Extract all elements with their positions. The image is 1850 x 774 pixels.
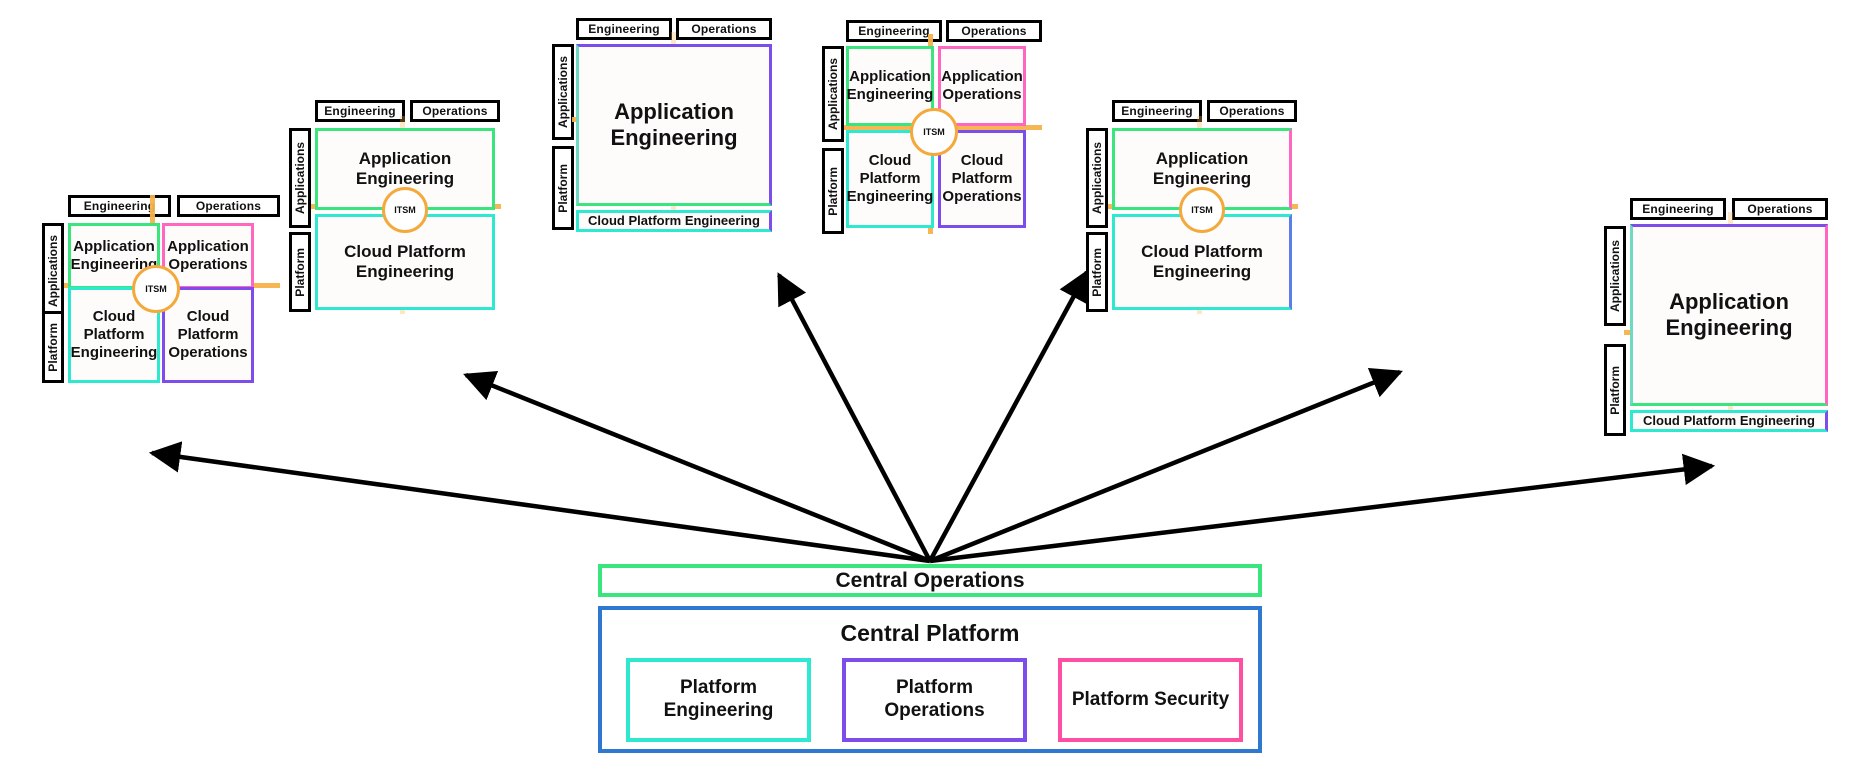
v1-cell-cloud-platform-operations: Cloud Platform Operations bbox=[162, 287, 254, 383]
variant-6: Engineering Operations Applications Plat… bbox=[1598, 198, 1846, 448]
variant-4: Engineering Operations Applications Plat… bbox=[818, 20, 1042, 250]
v4-row-header-applications-label: Applications bbox=[826, 57, 840, 130]
v1-itsm-node: ITSM bbox=[132, 265, 180, 313]
v6-cell-cloud-platform-engineering: Cloud Platform Engineering bbox=[1630, 410, 1828, 432]
v5-cell-cloud-platform-engineering: Cloud Platform Engineering bbox=[1112, 214, 1292, 310]
v2-col-header-engineering: Engineering bbox=[315, 100, 405, 122]
v1-col-header-engineering: Engineering bbox=[68, 195, 171, 217]
v6-row-header-platform: Platform bbox=[1604, 344, 1626, 436]
v5-row-header-applications-label: Applications bbox=[1090, 141, 1104, 214]
v2-row-header-platform-label: Platform bbox=[293, 247, 307, 297]
arrow-to-variant-4 bbox=[928, 269, 1089, 563]
v4-col-header-operations: Operations bbox=[946, 20, 1042, 42]
platform-security-box[interactable]: Platform Security bbox=[1058, 658, 1243, 742]
arrow-to-variant-3 bbox=[777, 272, 932, 563]
v1-cell-application-engineering: Application Engineering bbox=[68, 223, 160, 289]
arrow-to-variant-5 bbox=[929, 367, 1403, 564]
central-operations-box[interactable]: Central Operations bbox=[598, 564, 1262, 597]
arrow-to-variant-1 bbox=[148, 441, 931, 564]
v4-cell-application-engineering: Application Engineering bbox=[846, 46, 934, 126]
v5-row-header-platform: Platform bbox=[1086, 232, 1108, 312]
v2-itsm-node: ITSM bbox=[382, 187, 428, 233]
v1-col-header-operations: Operations bbox=[177, 195, 280, 217]
v2-col-header-operations: Operations bbox=[410, 100, 500, 122]
v2-row-header-platform: Platform bbox=[289, 232, 311, 312]
v3-row-header-platform-label: Platform bbox=[556, 163, 570, 213]
variant-1: Engineering Operations Applications Plat… bbox=[20, 195, 280, 455]
v1-row-header-platform: Platform bbox=[42, 311, 64, 383]
v3-row-header-platform: Platform bbox=[552, 146, 574, 230]
v5-col-header-operations: Operations bbox=[1207, 100, 1297, 122]
v2-row-header-applications-label: Applications bbox=[293, 141, 307, 214]
central-platform-box[interactable]: Central Platform Platform Engineering Pl… bbox=[598, 606, 1262, 753]
v5-row-header-applications: Applications bbox=[1086, 128, 1108, 228]
v1-row-header-platform-label: Platform bbox=[46, 322, 60, 372]
v4-cell-application-operations: Application Operations bbox=[938, 46, 1026, 126]
v4-itsm-node: ITSM bbox=[910, 108, 958, 156]
v6-row-header-applications: Applications bbox=[1604, 226, 1626, 326]
platform-operations-box[interactable]: Platform Operations bbox=[842, 658, 1027, 742]
v5-row-header-platform-label: Platform bbox=[1090, 247, 1104, 297]
variant-3: Engineering Operations Applications Plat… bbox=[548, 18, 776, 238]
variant-5: Engineering Operations Applications Plat… bbox=[1080, 100, 1308, 330]
v4-col-header-engineering: Engineering bbox=[846, 20, 942, 42]
v3-cell-application-engineering: Application Engineering bbox=[576, 44, 772, 206]
v3-col-header-engineering: Engineering bbox=[576, 18, 672, 40]
v3-col-header-operations: Operations bbox=[676, 18, 772, 40]
v5-col-header-engineering: Engineering bbox=[1112, 100, 1202, 122]
arrow-to-variant-6 bbox=[929, 453, 1716, 564]
platform-engineering-box[interactable]: Platform Engineering bbox=[626, 658, 811, 742]
v2-row-header-applications: Applications bbox=[289, 128, 311, 228]
v4-row-header-platform-label: Platform bbox=[826, 166, 840, 216]
v4-row-header-applications: Applications bbox=[822, 46, 844, 142]
v6-row-header-applications-label: Applications bbox=[1608, 239, 1622, 312]
v5-itsm-node: ITSM bbox=[1179, 187, 1225, 233]
variant-2: Engineering Operations Applications Plat… bbox=[283, 100, 508, 330]
v4-cell-cloud-platform-engineering: Cloud Platform Engineering bbox=[846, 130, 934, 228]
v4-row-header-platform: Platform bbox=[822, 148, 844, 234]
v3-row-header-applications: Applications bbox=[552, 44, 574, 140]
v6-row-header-platform-label: Platform bbox=[1608, 365, 1622, 415]
v1-row-header-applications: Applications bbox=[42, 223, 64, 320]
v3-cell-cloud-platform-engineering: Cloud Platform Engineering bbox=[576, 210, 772, 232]
central-platform-title: Central Platform bbox=[840, 620, 1020, 646]
v3-row-header-applications-label: Applications bbox=[556, 55, 570, 128]
v6-col-header-engineering: Engineering bbox=[1630, 198, 1726, 220]
v6-cell-application-engineering: Application Engineering bbox=[1630, 224, 1828, 406]
v6-col-header-operations: Operations bbox=[1732, 198, 1828, 220]
v4-cell-cloud-platform-operations: Cloud Platform Operations bbox=[938, 130, 1026, 228]
v1-row-header-applications-label: Applications bbox=[46, 235, 60, 308]
arrow-to-variant-2 bbox=[463, 370, 931, 564]
